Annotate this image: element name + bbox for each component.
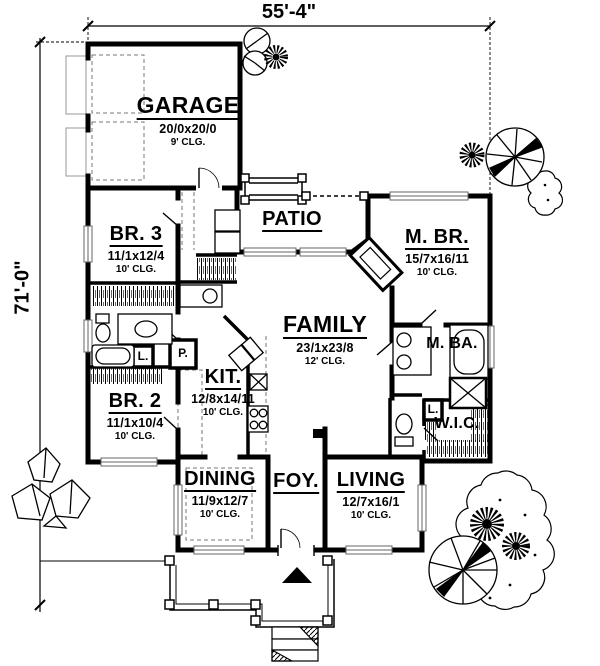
tree-icon [485,127,545,187]
room-ceiling: 10' CLG. [114,430,156,442]
room-name: FOY. [273,470,319,494]
closet-label-linen: L. [137,349,149,363]
room-dims: 11/9x12/7 [191,494,249,508]
tree-icon [428,535,498,605]
windows [83,191,495,555]
room-name: GARAGE [136,92,240,120]
shrub-icon [11,447,91,529]
room-label-foy: FOY. [273,471,319,494]
bath-fixtures [91,313,173,368]
interior-walls [88,253,490,461]
room-dims: 12/8x14/11 [191,392,255,406]
room-dims: 12/7x16/1 [342,495,400,509]
room-label-dining: DINING 11/9x12/7 10' CLG. [184,469,256,520]
shrub-icon [459,142,485,168]
room-ceiling: 12' CLG. [304,355,346,367]
room-label-br2: BR. 2 11/1x10/4 10' CLG. [107,391,164,442]
room-name: LIVING [336,469,406,493]
room-label-garage: GARAGE 20/0x20/0 9' CLG. [136,92,240,148]
room-dims: 23/1x23/8 [296,341,354,355]
room-name: DINING [184,468,256,492]
closet-hatching [90,258,488,457]
shrub-icon [470,507,504,541]
room-name: FAMILY [282,311,368,339]
room-ceiling: 9' CLG. [170,136,206,148]
room-ceiling: 10' CLG. [202,406,244,418]
overall-width-dimension: 55'-4" [261,1,317,23]
laundry-fixtures [179,209,241,308]
entry-steps [271,626,319,662]
room-label-patio: PATIO [262,209,322,232]
room-label-living: LIVING 12/7x16/1 10' CLG. [336,469,406,521]
kitchen-fixtures [227,336,269,433]
room-label-mba: M. BA. [426,336,478,352]
room-label-family: FAMILY 23/1x23/8 12' CLG. [282,311,368,367]
room-name: BR. 3 [109,223,163,247]
closet-label-pantry: P. [178,346,188,360]
porch [164,555,335,628]
room-ceiling: 10' CLG. [416,266,458,278]
room-label-br3: BR. 3 11/1x12/4 10' CLG. [108,224,165,275]
overall-depth-dimension: 71'-0" [11,260,34,315]
room-ceiling: 10' CLG. [350,509,392,521]
master-bath-fixtures [392,324,489,447]
room-label-mbr: M. BR. 15/7x16/11 10' CLG. [404,226,470,278]
room-name: PATIO [262,208,322,232]
shrub-cloud-icon [527,170,564,216]
room-dims: 15/7x16/11 [405,252,469,266]
room-label-kit: KIT. 12/8x14/11 10' CLG. [191,367,255,418]
room-ceiling: 10' CLG. [199,508,241,520]
room-dims: 11/1x12/4 [107,249,165,263]
shrub-icon [502,532,530,560]
entry-marker-icon [282,567,312,583]
room-name: W.I.C. [434,415,480,432]
doors [162,167,439,556]
room-name: BR. 2 [108,390,162,414]
fireplace-icon [348,235,404,293]
tree-icon [242,27,271,76]
room-name: KIT. [204,366,242,390]
patio-structure [240,173,369,205]
room-dims: 20/0x20/0 [159,122,217,136]
room-ceiling: 10' CLG. [115,263,157,275]
room-dims: 11/1x10/4 [106,416,164,430]
landscaping [11,27,564,611]
garage-door-trim [65,55,87,177]
closet-label-linen-wic: L. [427,402,439,416]
room-name: M. BR. [404,226,470,250]
room-label-wic: W.I.C. [434,416,479,432]
room-name: M. BA. [426,335,478,352]
shrub-icon [264,45,288,69]
